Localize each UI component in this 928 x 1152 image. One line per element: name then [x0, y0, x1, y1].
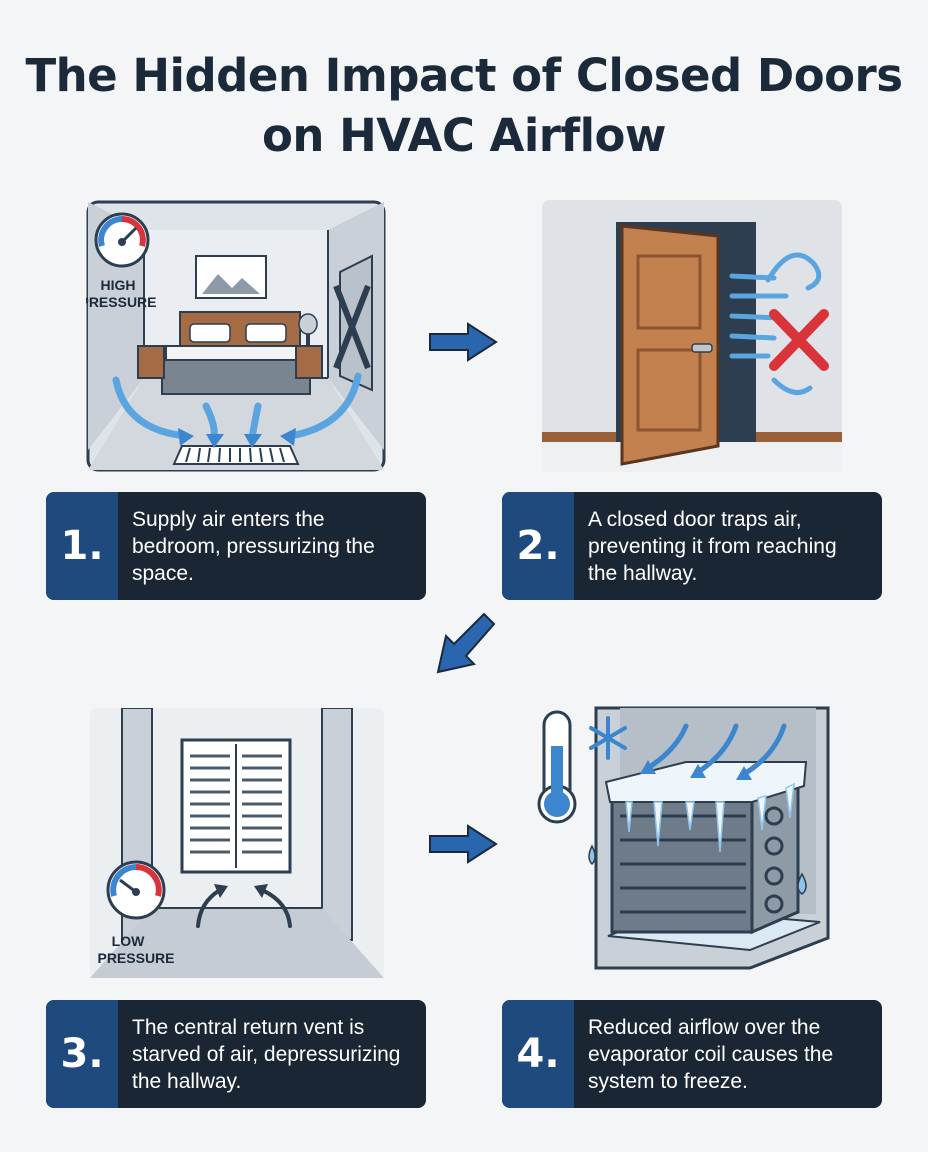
- step-text: The central return vent is starved of ai…: [132, 1016, 401, 1093]
- step-card-3: 3. The central return vent is starved of…: [46, 1000, 426, 1108]
- gauge-label-low: LOW: [112, 933, 145, 949]
- blocked-x-icon: [769, 309, 829, 371]
- frozen-coil-illustration: [536, 706, 836, 976]
- gauge-label-pressure: PRESSURE: [97, 950, 174, 966]
- return-vent-illustration: LOW PRESSURE: [90, 708, 384, 978]
- closed-door-illustration: [542, 200, 842, 472]
- high-pressure-gauge-icon: [94, 212, 150, 268]
- step-card-2: 2. A closed door traps air, preventing i…: [502, 492, 882, 600]
- step-card-4: 4. Reduced airflow over the evaporator c…: [502, 1000, 882, 1108]
- thermometer-icon: [537, 710, 577, 824]
- step-text: A closed door traps air, preventing it f…: [588, 508, 837, 585]
- flow-arrow-right-2: [428, 824, 500, 869]
- snowflake-icon: [589, 716, 627, 760]
- gauge-label-high: HIGH: [101, 277, 136, 293]
- step-number: 1.: [46, 492, 118, 600]
- step-number: 4.: [502, 1000, 574, 1108]
- flow-arrow-down-left: [432, 612, 498, 683]
- step-text: Reduced airflow over the evaporator coil…: [588, 1016, 834, 1093]
- blocked-x-icon: [333, 284, 371, 370]
- step-text: Supply air enters the bedroom, pressuriz…: [132, 508, 375, 585]
- gauge-label-pressure: PRESSURE: [86, 294, 157, 310]
- step-number: 3.: [46, 1000, 118, 1108]
- step-number: 2.: [502, 492, 574, 600]
- page-title: The Hidden Impact of Closed Doors on HVA…: [25, 49, 903, 162]
- step-card-1: 1. Supply air enters the bedroom, pressu…: [46, 492, 426, 600]
- low-pressure-gauge-icon: [106, 860, 166, 920]
- bedroom-illustration: HIGH PRESSURE: [86, 200, 386, 472]
- flow-arrow-right-1: [428, 322, 500, 367]
